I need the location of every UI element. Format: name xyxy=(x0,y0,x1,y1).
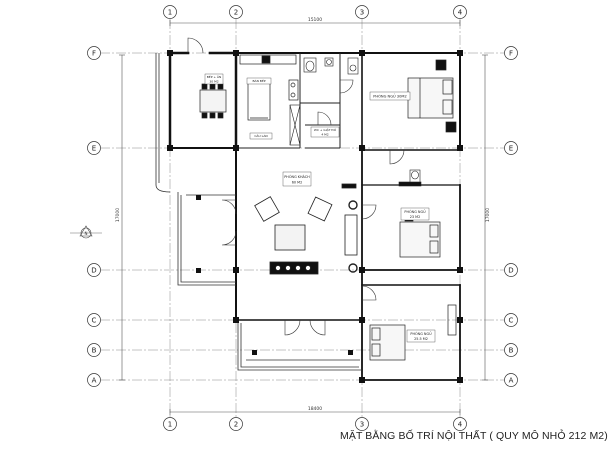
grid-bubble-right-F-label: F xyxy=(509,50,513,58)
grid-bubble-bottom-4: 4 xyxy=(453,417,467,431)
wc-laundry-label-line1: WC + GIẶT ĐỒ xyxy=(314,127,337,132)
washing-label: CẦU LÁN xyxy=(254,133,267,138)
grid-bubble-top-3: 3 xyxy=(355,5,369,19)
interior-partitions xyxy=(236,53,341,149)
grid-bubble-right-A: A xyxy=(504,373,518,387)
grid-bubble-left-D: D xyxy=(87,263,101,277)
grid-bubble-right-E-label: E xyxy=(509,145,513,153)
dimension-left-total: 17000 xyxy=(115,208,121,222)
grid-bubble-bottom-2: 2 xyxy=(229,417,243,431)
bedroom-2-label-line2: 23 M2 xyxy=(410,215,420,219)
living-room-label-line1: PHÒNG KHÁCH xyxy=(284,174,310,179)
grid-bubble-right-B-label: B xyxy=(509,347,514,355)
grid-bubble-top-1-label: 1 xyxy=(168,9,172,17)
dining-table-icon xyxy=(199,83,227,119)
master-bed-icon xyxy=(407,59,457,133)
kitchen-counter-label: BÀN BẾP xyxy=(252,77,265,83)
dimension-right-total: 17000 xyxy=(485,208,491,222)
grid-bubble-left-E-label: E xyxy=(92,145,96,153)
grid-bubble-top-1: 1 xyxy=(163,5,177,19)
master-bedroom-label: PHÒNG NGỦ 30M2 xyxy=(373,94,407,99)
wc-laundry-label-line2: 4 M2 xyxy=(321,133,328,137)
grid-bubble-right-D: D xyxy=(504,263,518,277)
dining-label-line2: 30 M2 xyxy=(209,80,218,84)
grid-bubble-left-F: F xyxy=(87,46,101,60)
grid-bubble-right-D-label: D xyxy=(508,267,513,275)
room-labels: BẾP + ĂN 30 M2 BÀN BẾP CẦU LÁN WC + GIẶT… xyxy=(204,73,436,343)
grid-bubble-left-E: E xyxy=(87,141,101,155)
grid-bubble-right-F: F xyxy=(504,46,518,60)
living-room-label-line2: 60 M2 xyxy=(292,181,302,185)
verandas xyxy=(155,53,362,371)
dining-label-line1: BẾP + ĂN xyxy=(207,73,221,79)
grid-bubble-top-2: 2 xyxy=(229,5,243,19)
bedroom-2-bed-icon xyxy=(399,215,441,258)
grid-bubble-left-C-label: C xyxy=(92,317,97,325)
grid-bubble-right-E: E xyxy=(504,141,518,155)
north-label: N xyxy=(85,231,88,236)
dimension-top-total: 15100 xyxy=(308,17,322,23)
grid-bubble-bottom-3-label: 3 xyxy=(360,421,364,429)
kitchen-counter-icon xyxy=(239,54,299,121)
dimension-bottom-total: 18400 xyxy=(308,406,322,412)
grid-bubble-left-B: B xyxy=(87,343,101,357)
grid-bubble-left-C: C xyxy=(87,313,101,327)
grid-bubble-bottom-2-label: 2 xyxy=(234,421,238,429)
bathroom-fixtures-icon xyxy=(289,57,422,187)
grid-bubble-left-A-label: A xyxy=(92,377,97,385)
grid-bubble-right-A-label: A xyxy=(509,377,514,385)
grid-bubble-left-B-label: B xyxy=(92,347,97,355)
bedroom-2-label-line1: PHÒNG NGỦ xyxy=(404,209,426,214)
structural-columns xyxy=(167,50,463,383)
grid-bubble-right-C: C xyxy=(504,313,518,327)
doors xyxy=(187,37,405,336)
north-arrow-icon xyxy=(70,225,102,239)
bedroom-3-label-line2: 25.5 M2 xyxy=(414,337,428,341)
bedroom-3-label-line1: PHÒNG NGỦ xyxy=(410,331,432,336)
grid-bubble-top-4: 4 xyxy=(453,5,467,19)
grid-bubble-left-A: A xyxy=(87,373,101,387)
living-room-furniture-icon xyxy=(254,183,358,275)
grid-bubble-left-F-label: F xyxy=(92,50,96,58)
grid-bubble-top-2-label: 2 xyxy=(234,9,238,17)
grid-bubble-bottom-1-label: 1 xyxy=(168,421,172,429)
dimension-lines xyxy=(119,20,488,415)
grid-bubble-left-D-label: D xyxy=(91,267,96,275)
grid-bubble-right-C-label: C xyxy=(509,317,514,325)
grid-bubble-right-B: B xyxy=(504,343,518,357)
grid-bubble-bottom-1: 1 xyxy=(163,417,177,431)
grid-bubble-bottom-4-label: 4 xyxy=(458,421,463,429)
grid-bubble-top-4-label: 4 xyxy=(458,9,463,17)
bedroom-3-bed-icon xyxy=(369,304,457,361)
grid-bubble-bottom-3: 3 xyxy=(355,417,369,431)
grid-bubble-top-3-label: 3 xyxy=(360,9,364,17)
drawing-caption: MẶT BẰNG BỐ TRÍ NỘI THẤT ( QUY MÔ NHỎ 21… xyxy=(340,430,608,442)
